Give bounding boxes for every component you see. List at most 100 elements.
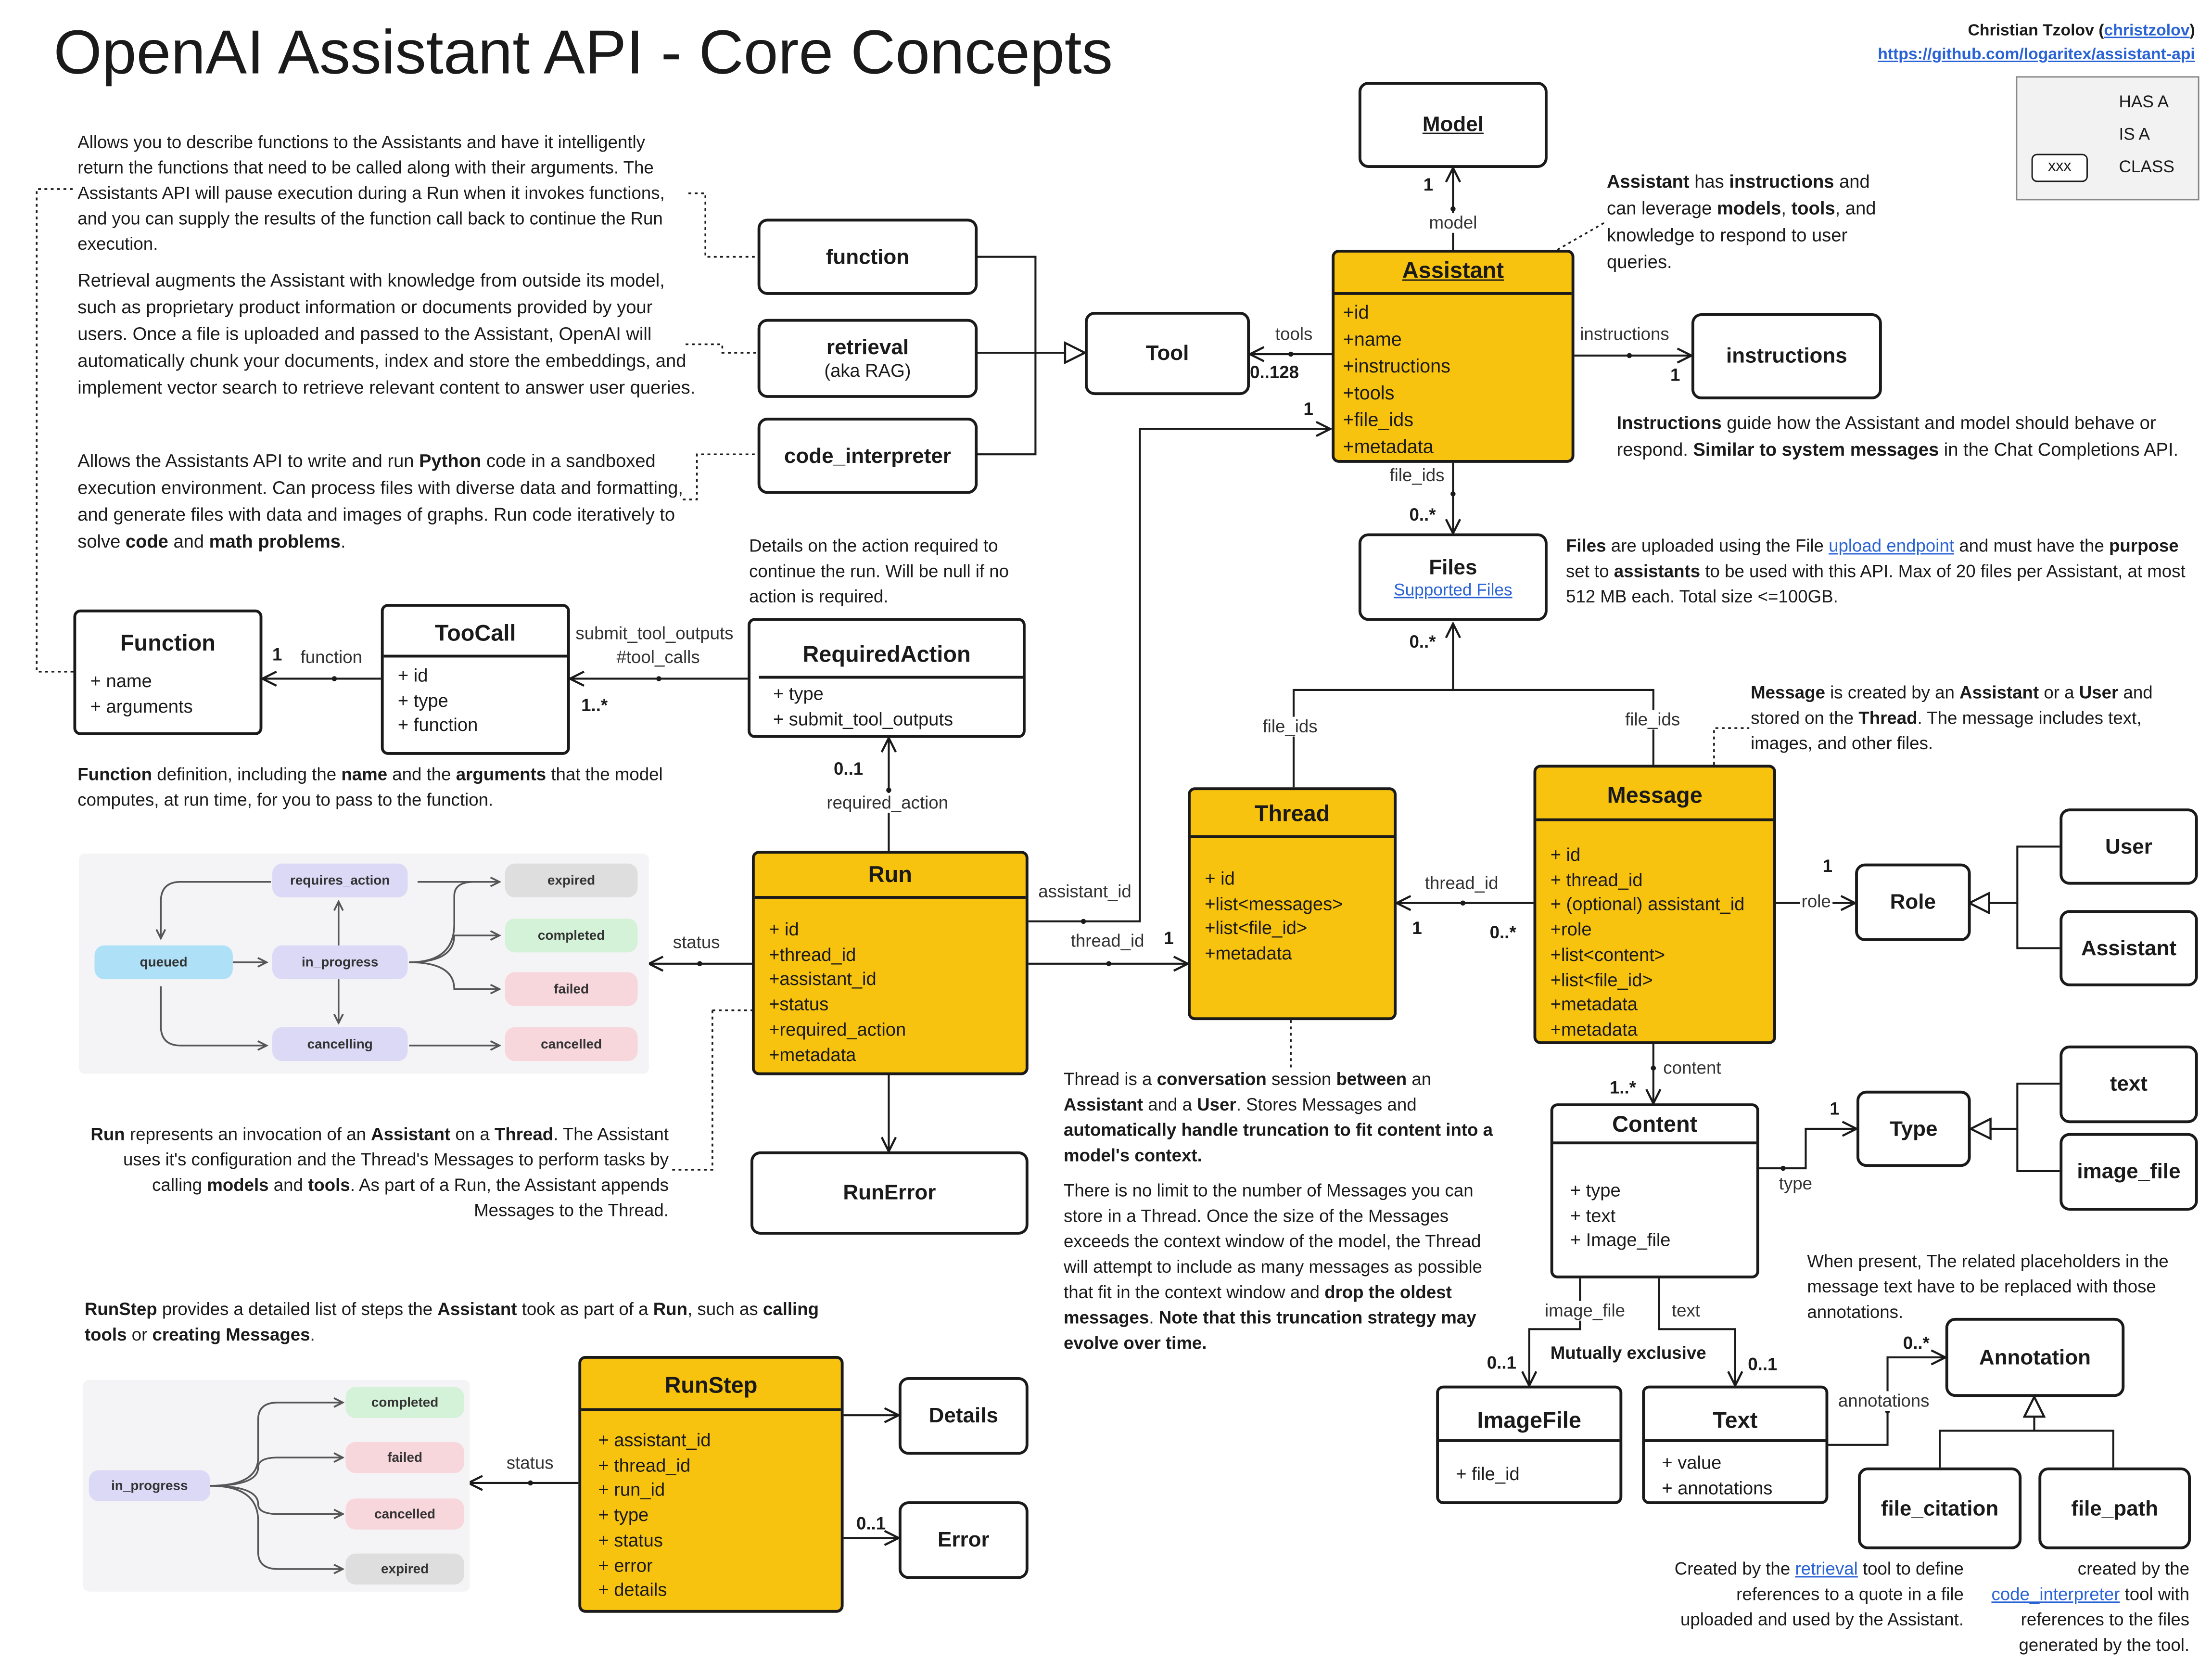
image-file-assoc-label: image_file [1543, 1301, 1627, 1321]
ci-text-1: Allows the Assistants API to write and r… [77, 450, 420, 472]
image-file-type-box[interactable]: image_file [2059, 1133, 2198, 1211]
fd-b2: name [341, 765, 388, 785]
fi-4: to be used with this API. Max of 20 file… [1565, 562, 2186, 607]
function-tool-box[interactable]: function [757, 218, 978, 295]
runstep-field: + details [598, 1579, 667, 1600]
file-ids-message-label: file_ids [1624, 709, 1682, 730]
text-class-name: Text [1645, 1388, 1826, 1442]
message-field: + id [1550, 843, 1581, 865]
required-action-assoc-label: required_action [825, 793, 950, 813]
files-box[interactable]: Files Supported Files [1358, 533, 1548, 621]
required-action-field: + submit_tool_outputs [773, 708, 953, 729]
model-box[interactable]: Model [1358, 82, 1548, 168]
step-state-expired: expired [345, 1553, 464, 1585]
assistant-class[interactable]: Assistant +id +name +instructions +tools… [1332, 250, 1575, 463]
function-class[interactable]: Function + name + arguments [73, 609, 263, 735]
annotation-box[interactable]: Annotation [1945, 1317, 2125, 1397]
fp-2: tool with references to the files genera… [2019, 1585, 2190, 1655]
runstep-field: + thread_id [598, 1454, 691, 1476]
run-status-panel: queued requires_action in_progress cance… [79, 854, 649, 1074]
code-interpreter-link[interactable]: code_interpreter [1991, 1585, 2120, 1605]
imagefile-class-name: ImageFile [1439, 1388, 1620, 1442]
run-error-box[interactable]: RunError [750, 1151, 1029, 1235]
message-field: +list<file_id> [1550, 969, 1653, 990]
td-b1: conversation [1157, 1069, 1267, 1089]
file-path-box[interactable]: file_path [2038, 1467, 2191, 1549]
state-failed: failed [505, 972, 638, 1006]
rd-4: and [268, 1175, 308, 1195]
error-box[interactable]: Error [898, 1501, 1029, 1579]
thread-class[interactable]: Thread + id +list<messages> +list<file_i… [1188, 787, 1397, 1021]
supported-files-link[interactable]: Supported Files [1394, 579, 1513, 599]
annotations-assoc-label: annotations [1836, 1391, 1931, 1411]
td-3: an [1407, 1069, 1432, 1089]
step-state-cancelled: cancelled [345, 1498, 464, 1530]
file-citation-box[interactable]: file_citation [1857, 1467, 2022, 1549]
fi-b3: assistants [1614, 562, 1701, 582]
mult-thread-run: 1 [1164, 928, 1174, 948]
retrieval-tool-box[interactable]: retrieval (aka RAG) [757, 319, 978, 398]
required-action-class[interactable]: RequiredAction + type + submit_tool_outp… [748, 618, 1026, 738]
assistant-field: +tools [1343, 382, 1395, 404]
toocall-class[interactable]: TooCall + id + type + function [381, 604, 570, 755]
run-field: +metadata [769, 1043, 856, 1065]
content-class[interactable]: Content + type + text + Image_file [1550, 1103, 1759, 1278]
author-handle-link[interactable]: christzolov [2104, 22, 2190, 40]
runstep-class[interactable]: RunStep + assistant_id + thread_id + run… [578, 1356, 844, 1613]
rd-b1: Run [90, 1125, 125, 1145]
rd-b4: models [207, 1175, 269, 1195]
imagefile-class[interactable]: ImageFile + file_id [1436, 1385, 1623, 1504]
function-field: + arguments [90, 695, 193, 716]
imagefile-field: + file_id [1456, 1463, 1520, 1484]
mult-text: 0..1 [1748, 1355, 1778, 1375]
thread-field: +metadata [1205, 943, 1292, 964]
content-field: + Image_file [1570, 1229, 1671, 1251]
content-assoc-label: content [1662, 1058, 1723, 1078]
mult-role: 1 [1822, 856, 1833, 877]
rs-2: took as part of a [517, 1299, 653, 1319]
status-run-label: status [671, 933, 722, 953]
ad-3: , [1781, 197, 1792, 219]
upload-endpoint-link[interactable]: upload endpoint [1829, 536, 1955, 556]
code-interpreter-box[interactable]: code_interpreter [757, 417, 978, 494]
md-4: . The message includes text, images, and… [1751, 708, 2142, 754]
mult-tools: 0..128 [1250, 362, 1299, 383]
type-label: Type [1890, 1116, 1938, 1141]
message-class[interactable]: Message + id + thread_id + (optional) as… [1533, 765, 1776, 1044]
model-label: Model [1422, 113, 1484, 137]
rd-3: . The Assistant uses it's configuration … [123, 1125, 669, 1195]
thread-id-run-label: thread_id [1069, 931, 1146, 951]
ci-and: and [168, 530, 209, 552]
rd-b5: tools [308, 1175, 350, 1195]
mult-required-action: 0..1 [834, 759, 864, 779]
fi-3: set to [1565, 562, 1614, 582]
id-2: in the Chat Completions API. [1939, 438, 2179, 460]
required-action-field: + type [773, 683, 824, 704]
details-box[interactable]: Details [898, 1377, 1029, 1455]
rd-b3: Thread [494, 1125, 554, 1145]
legend-is-a: IS A [2119, 124, 2150, 144]
tool-label: Tool [1145, 341, 1189, 366]
retrieval-link[interactable]: retrieval [1795, 1559, 1858, 1579]
type-box[interactable]: Type [1856, 1090, 1971, 1167]
runstep-field: + assistant_id [598, 1429, 711, 1451]
file-citation-label: file_citation [1881, 1496, 1999, 1521]
mult-toocall: 1..* [581, 695, 608, 716]
user-box[interactable]: User [2059, 808, 2198, 885]
assistant-role-box[interactable]: Assistant [2059, 910, 2198, 986]
instructions-box[interactable]: instructions [1691, 313, 1882, 399]
tool-box[interactable]: Tool [1085, 312, 1250, 396]
repo-link[interactable]: https://github.com/logaritex/assistant-a… [1878, 46, 2195, 64]
mult-model: 1 [1423, 175, 1434, 195]
text-class[interactable]: Text + value + annotations [1642, 1385, 1829, 1504]
md-b4: Thread [1858, 708, 1918, 728]
text-type-box[interactable]: text [2059, 1045, 2198, 1124]
mutually-exclusive-label: Mutually exclusive [1550, 1343, 1706, 1363]
role-box[interactable]: Role [1855, 863, 1971, 941]
content-class-name: Content [1553, 1106, 1756, 1145]
state-in-progress: in_progress [272, 945, 408, 980]
run-class[interactable]: Run + id +thread_id +assistant_id +statu… [751, 851, 1029, 1075]
ad-b4: tools [1791, 197, 1835, 219]
file-citation-description: Created by the retrieval tool to define … [1659, 1556, 1964, 1632]
run-class-fields: + id +thread_id +assistant_id +status +r… [755, 899, 1026, 1067]
